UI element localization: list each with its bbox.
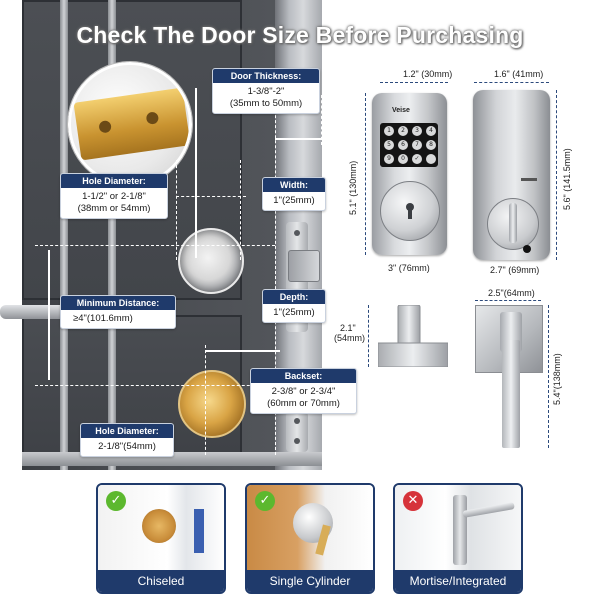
bore-hole-lower [178,370,246,438]
backset-arrow [205,350,280,352]
thickness-arrow [275,138,322,140]
check-icon: ✓ [255,491,275,511]
card-value: 1"(25mm) [273,195,315,206]
keypad-lock-front: Veise 1 2 3 4 5 6 7 8 9 0 ✓ [372,93,447,255]
card-value: (38mm or 54mm) [77,203,151,214]
latch-plate [286,412,308,452]
guide-line [275,95,276,455]
door-thickness-card: Door Thickness: 1-3/8"-2" (35mm to 50mm) [212,68,320,114]
key: 0 [398,154,408,164]
depth-card: Depth: 1"(25mm) [262,289,326,323]
type-label: Single Cylinder [247,570,373,592]
dim-lever-height: 5.4"(138mm) [552,353,562,405]
guide-line [195,88,197,258]
latch-bolt [288,250,320,282]
dim-lever-width: 2.5"(64mm) [488,288,535,298]
guide-line [35,245,275,246]
card-value: 1"(25mm) [273,307,315,318]
deadbolt-latch [378,305,448,367]
thumb-turn [487,198,539,250]
dim-back-height: 5.6" (141.5mm) [562,148,572,210]
card-heading: Width: [263,178,325,192]
key: 6 [398,140,408,150]
guide-line [35,385,275,386]
dim-bolt-height: 2.1" [340,323,356,333]
cylinder-knob [380,181,440,241]
key: 9 [384,154,394,164]
dim-back-depth: 1.6" (41mm) [494,69,544,79]
keyhole-icon [406,203,414,219]
guide-line [176,160,177,260]
card-value: ≥4"(101.6mm) [73,313,133,324]
dim-front-depth: 1.2" (30mm) [403,69,453,79]
type-label: Mortise/Integrated [395,570,521,592]
type-card-chiseled: ✓ Chiseled [96,483,226,594]
card-value: 1-3/8"-2" [247,86,285,97]
card-heading: Backset: [251,369,356,383]
key: 1 [384,126,394,136]
check-icon: ✓ [106,491,126,511]
brand-logo: Veise [392,107,410,114]
card-heading: Hole Diameter: [81,424,173,438]
card-value: (60mm or 70mm) [267,398,340,409]
key: 7 [412,140,422,150]
card-heading: Minimum Distance: [61,296,175,310]
cross-icon: ✕ [403,491,423,511]
dim-front-width: 3" (76mm) [388,263,430,273]
key: 2 [398,126,408,136]
guide-line [240,160,241,260]
guide-line [176,196,246,197]
guide-line [205,345,206,455]
hole-diameter-bottom-card: Hole Diameter: 2-1/8"(54mm) [80,423,174,457]
bore-hole-upper [178,228,244,294]
hole-diameter-top-card: Hole Diameter: 1-1/2" or 2-1/8" (38mm or… [60,173,168,219]
type-card-single-cylinder: ✓ Single Cylinder [245,483,375,594]
door-rail [108,0,116,470]
key [426,154,436,164]
guide-line [321,95,322,145]
keypad: 1 2 3 4 5 6 7 8 9 0 ✓ [380,123,438,167]
type-card-mortise: ✕ Mortise/Integrated [393,483,523,594]
width-card: Width: 1"(25mm) [262,177,326,211]
card-value: (35mm to 50mm) [229,98,303,109]
card-value: 2-1/8"(54mm) [98,441,156,452]
key: 5 [384,140,394,150]
dim-back-width: 2.7" (69mm) [490,265,540,275]
interior-assembly [473,90,550,260]
backset-card: Backset: 2-3/8" or 2-3/4" (60mm or 70mm) [250,368,357,414]
card-heading: Hole Diameter: [61,174,167,188]
key: ✓ [412,154,422,164]
page-title: Check The Door Size Before Purchasing [76,22,524,48]
dim-front-height: 5.1" (130mm) [348,160,358,215]
type-label: Chiseled [98,570,224,592]
door-lever [502,340,520,448]
bolt-zoom-circle [68,62,192,186]
card-heading: Door Thickness: [213,69,319,83]
card-heading: Depth: [263,290,325,304]
card-value: 1-1/2" or 2-1/8" [82,191,146,202]
min-distance-arrow [48,250,50,380]
mortise-lock-image [395,485,521,571]
card-value: 2-3/8" or 2-3/4" [271,386,336,397]
door-rail [60,0,68,470]
dim-bolt-height-mm: (54mm) [334,333,365,343]
key: 4 [426,126,436,136]
key: 8 [426,140,436,150]
key: 3 [412,126,422,136]
minimum-distance-card: Minimum Distance: ≥4"(101.6mm) [60,295,176,329]
